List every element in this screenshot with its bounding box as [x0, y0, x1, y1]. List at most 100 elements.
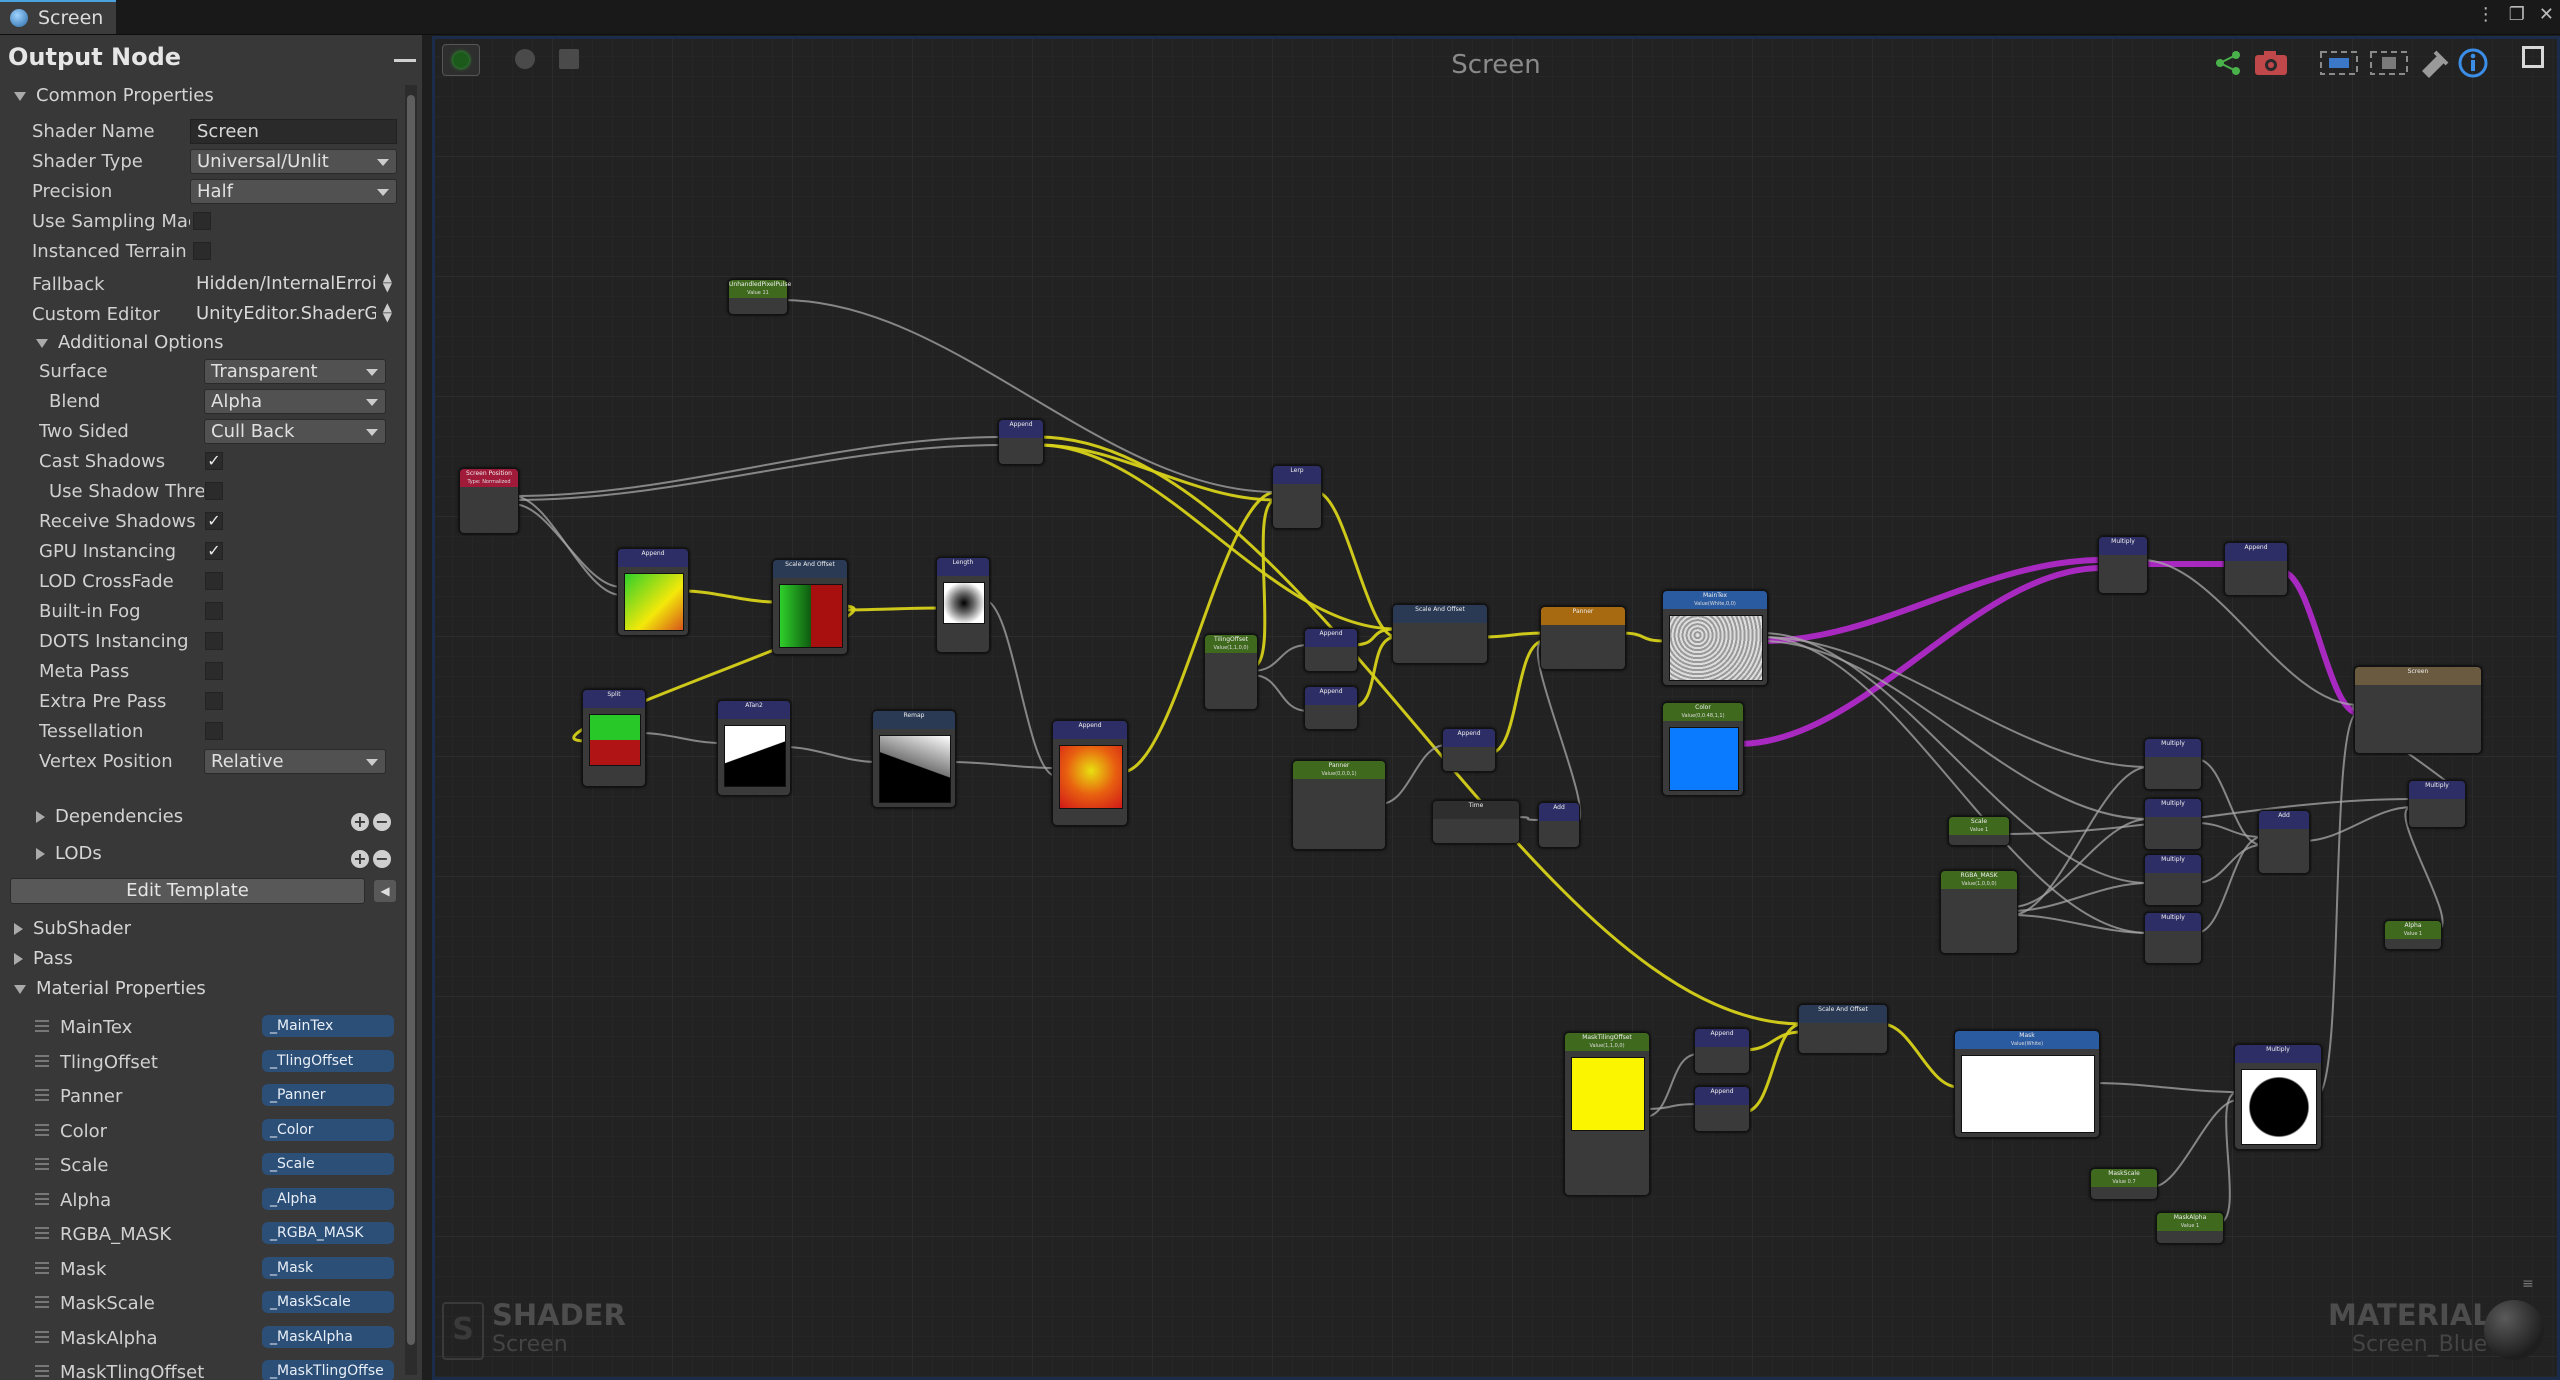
- node-header[interactable]: Scale And Offset: [773, 560, 847, 578]
- node-append-7[interactable]: Append: [2224, 542, 2288, 596]
- connection-wire[interactable]: [1379, 744, 1447, 805]
- meta-pass-checkbox[interactable]: [205, 662, 223, 680]
- material-property-name[interactable]: _MaskTlingOffse: [262, 1360, 394, 1380]
- panel-scrollbar-thumb[interactable]: [407, 95, 415, 1345]
- remove-dependency-icon[interactable]: −: [373, 813, 391, 831]
- node-remap[interactable]: Remap: [872, 710, 956, 808]
- add-lod-icon[interactable]: +: [351, 850, 369, 868]
- tools-icon[interactable]: [2417, 46, 2451, 80]
- subshader-header[interactable]: SubShader: [14, 918, 131, 939]
- drag-handle-icon[interactable]: [35, 1123, 49, 1136]
- take-snapshot-icon[interactable]: [2367, 48, 2411, 78]
- node-multiply-3[interactable]: Multiply: [2144, 798, 2202, 850]
- connection-wire[interactable]: [1761, 632, 2149, 884]
- node-scale-offset-1[interactable]: Scale And Offset: [772, 559, 848, 655]
- material-property-name[interactable]: _TlingOffset: [262, 1049, 394, 1072]
- focus-icon[interactable]: [2317, 48, 2361, 78]
- two-sided-dropdown[interactable]: Cull Back: [204, 419, 386, 444]
- drag-handle-icon[interactable]: [35, 1192, 49, 1205]
- node-append-6[interactable]: Append: [1442, 728, 1496, 772]
- node-panner[interactable]: Panner: [1540, 606, 1626, 670]
- connection-wire[interactable]: [1037, 435, 1803, 1026]
- node-header[interactable]: Multiply: [2409, 781, 2465, 799]
- material-property-name[interactable]: _Panner: [262, 1084, 394, 1106]
- drag-handle-icon[interactable]: [35, 1054, 49, 1067]
- node-header[interactable]: ATan2: [718, 701, 790, 719]
- node-header[interactable]: Append: [1305, 687, 1357, 705]
- node-multiply-6[interactable]: Multiply: [2408, 780, 2466, 828]
- lods-header[interactable]: LODs: [36, 843, 102, 864]
- close-icon[interactable]: ✕: [2538, 3, 2554, 25]
- connection-wire[interactable]: [1251, 644, 1309, 672]
- node-append-5[interactable]: Append: [1304, 686, 1358, 730]
- node-header[interactable]: Append: [1443, 729, 1495, 747]
- connection-wire[interactable]: [1761, 636, 2149, 768]
- node-add-2[interactable]: Add: [2258, 810, 2310, 874]
- connection-wire[interactable]: [2011, 882, 2149, 912]
- connection-wire[interactable]: [1881, 1022, 1959, 1089]
- more-options-icon[interactable]: ⋮: [2476, 3, 2495, 25]
- shader-name-field[interactable]: Screen: [190, 119, 397, 144]
- node-header[interactable]: Append: [1053, 721, 1127, 739]
- connection-wire[interactable]: [2195, 822, 2263, 838]
- connection-wire[interactable]: [2011, 914, 2149, 934]
- connection-wire[interactable]: [2217, 1091, 2239, 1224]
- material-property-row[interactable]: Panner_Panner: [0, 1079, 400, 1113]
- node-scale-offset-2[interactable]: Scale And Offset: [1392, 604, 1488, 664]
- connection-wire[interactable]: [841, 606, 941, 612]
- node-append-2[interactable]: Append: [1052, 720, 1128, 826]
- use-sampling-checkbox[interactable]: [193, 212, 211, 230]
- connection-wire[interactable]: [784, 746, 877, 763]
- material-property-row[interactable]: MaskAlpha_MaskAlpha: [0, 1321, 400, 1355]
- edit-template-button[interactable]: Edit Template: [10, 878, 365, 904]
- connection-wire[interactable]: [639, 732, 722, 744]
- material-property-row[interactable]: Scale_Scale: [0, 1148, 400, 1182]
- connection-wire[interactable]: [949, 761, 1057, 769]
- connection-wire[interactable]: [1481, 631, 1545, 639]
- node-append-3[interactable]: Append: [998, 419, 1044, 465]
- material-property-name[interactable]: _Mask: [262, 1256, 394, 1279]
- receive-shadows-checkbox[interactable]: ✓: [205, 512, 223, 530]
- connection-wire[interactable]: [1737, 565, 2103, 747]
- node-append-8[interactable]: Append: [1694, 1028, 1750, 1074]
- material-property-name[interactable]: _RGBA_MASK: [262, 1222, 394, 1244]
- node-header[interactable]: Add: [1539, 803, 1579, 821]
- connection-wire[interactable]: [512, 444, 1003, 501]
- node-header[interactable]: Append: [618, 549, 688, 567]
- node-header[interactable]: Add: [2259, 811, 2309, 829]
- gpu-instancing-checkbox[interactable]: ✓: [205, 542, 223, 560]
- connection-wire[interactable]: [682, 589, 777, 604]
- connection-wire[interactable]: [1761, 636, 2149, 934]
- fallback-field[interactable]: Hidden/InternalErroi: [196, 273, 376, 294]
- connection-wire[interactable]: [1315, 490, 1397, 639]
- material-property-name[interactable]: _Color: [262, 1118, 394, 1141]
- node-multiply-1[interactable]: Multiply: [2098, 536, 2148, 594]
- material-property-row[interactable]: RGBA_MASK_RGBA_MASK: [0, 1217, 400, 1251]
- connection-wire[interactable]: [2303, 806, 2413, 842]
- instanced-terrain-checkbox[interactable]: [193, 242, 211, 260]
- connection-wire[interactable]: [2195, 844, 2263, 884]
- dots-instancing-checkbox[interactable]: [205, 632, 223, 650]
- connection-wire[interactable]: [1743, 1030, 1803, 1052]
- node-scale-offset-3[interactable]: Scale And Offset: [1798, 1004, 1888, 1054]
- connection-wire[interactable]: [1643, 1103, 1699, 1110]
- maximize-canvas-icon[interactable]: [2522, 46, 2544, 68]
- node-header[interactable]: Multiply: [2145, 799, 2201, 817]
- node-multiply-5[interactable]: Multiply: [2144, 912, 2202, 964]
- connection-wire[interactable]: [1761, 640, 2149, 820]
- connection-wire[interactable]: [2141, 559, 2359, 706]
- material-property-name[interactable]: _MaskScale: [262, 1291, 394, 1313]
- connection-wire[interactable]: [2011, 766, 2149, 916]
